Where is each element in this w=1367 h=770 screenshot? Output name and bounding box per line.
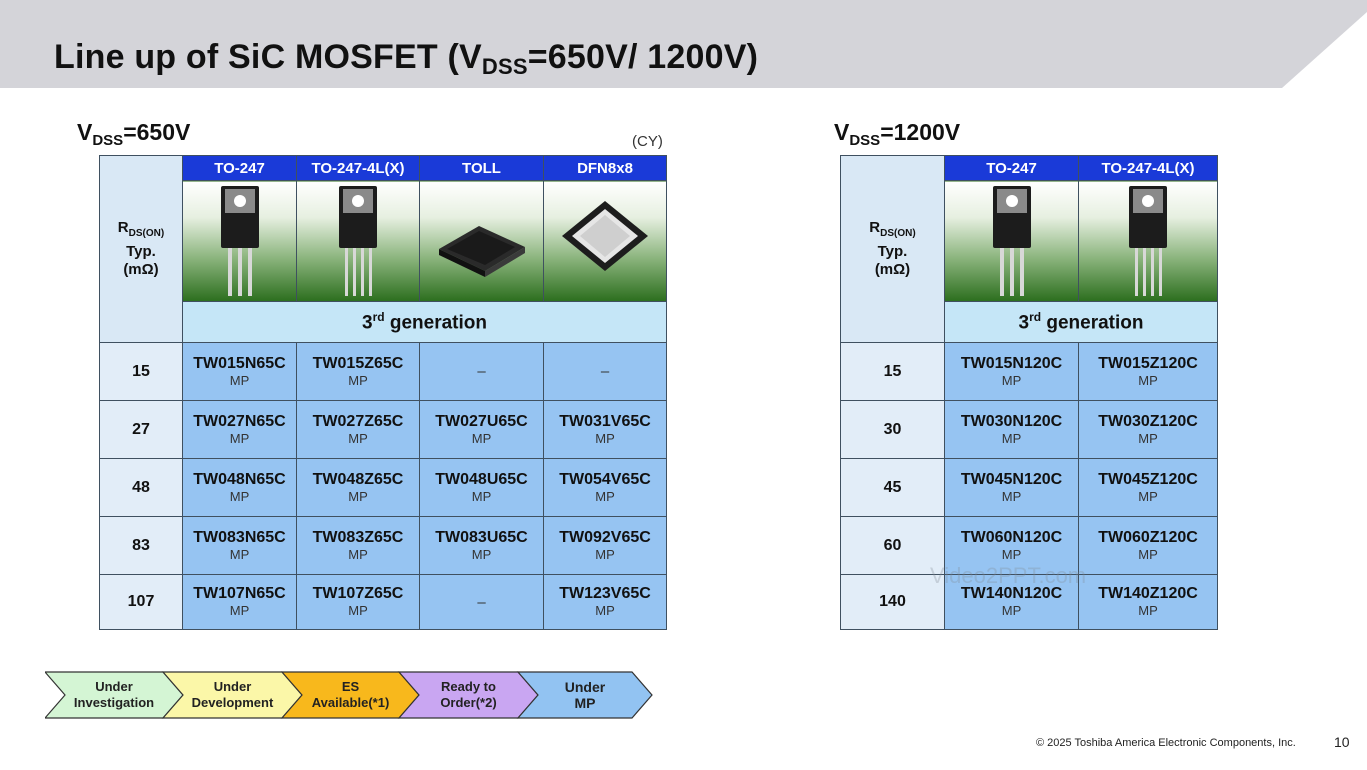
- package-image-to2474l: [296, 180, 420, 302]
- rds-header: RDS(ON)Typ.(mΩ): [840, 155, 945, 343]
- package-header: TOLL: [419, 155, 544, 181]
- rds-value: 60: [840, 516, 945, 575]
- to247-package-icon: [220, 186, 259, 296]
- page-title: Line up of SiC MOSFET (VDSS=650V/ 1200V): [54, 38, 759, 79]
- package-header: TO-247-4L(X): [296, 155, 420, 181]
- lineup-table-1200v: RDS(ON)Typ.(mΩ) TO-247 TO-247-4L(X): [840, 155, 1218, 630]
- package-image-toll: [419, 180, 544, 302]
- package-header: TO-247: [944, 155, 1079, 181]
- rds-value: 140: [840, 574, 945, 630]
- generation-row: 3rd generation: [182, 301, 667, 343]
- to247-package-icon: [992, 186, 1031, 296]
- rds-value: 83: [99, 516, 183, 575]
- vdss-1200-label: VDSS=1200V: [834, 119, 961, 149]
- package-header: TO-247-4L(X): [1078, 155, 1218, 181]
- empty-cell: –: [419, 342, 544, 401]
- to2474l-package-icon: [339, 186, 377, 296]
- title-band: [0, 0, 1367, 88]
- rds-value: 27: [99, 400, 183, 459]
- empty-cell: –: [543, 342, 667, 401]
- copyright-footer: © 2025 Toshiba America Electronic Compon…: [1036, 737, 1296, 749]
- vdss-650-label: VDSS=650V: [77, 119, 191, 149]
- package-header: DFN8x8: [543, 155, 667, 181]
- package-image-to247: [182, 180, 297, 302]
- rds-value: 48: [99, 458, 183, 517]
- rds-value: 107: [99, 574, 183, 630]
- legend-arrows: [45, 671, 653, 719]
- empty-cell: –: [419, 574, 544, 630]
- dfn8x8-package-icon: [562, 201, 648, 271]
- rds-value: 45: [840, 458, 945, 517]
- rds-value: 30: [840, 400, 945, 459]
- page-number: 10: [1334, 734, 1350, 750]
- to2474l-package-icon: [1129, 186, 1167, 296]
- rds-value: 15: [99, 342, 183, 401]
- package-image-to2474l: [1078, 180, 1218, 302]
- generation-row: 3rd generation: [944, 301, 1218, 343]
- legend-arrow-under-mp: [516, 671, 653, 719]
- lineup-table-650v: RDS(ON)Typ.(mΩ) TO-247 TO-247-4L(X) TOLL…: [99, 155, 667, 630]
- cy-note: (CY): [632, 133, 663, 150]
- title-band-shape: [0, 0, 1367, 88]
- rds-value: 15: [840, 342, 945, 401]
- package-header: TO-247: [182, 155, 297, 181]
- watermark: Video2PPT.com: [930, 563, 1087, 588]
- package-image-dfn8x8: [543, 180, 667, 302]
- rds-header: RDS(ON)Typ.(mΩ): [99, 155, 183, 343]
- toll-package-icon: [438, 226, 525, 277]
- package-image-to247: [944, 180, 1079, 302]
